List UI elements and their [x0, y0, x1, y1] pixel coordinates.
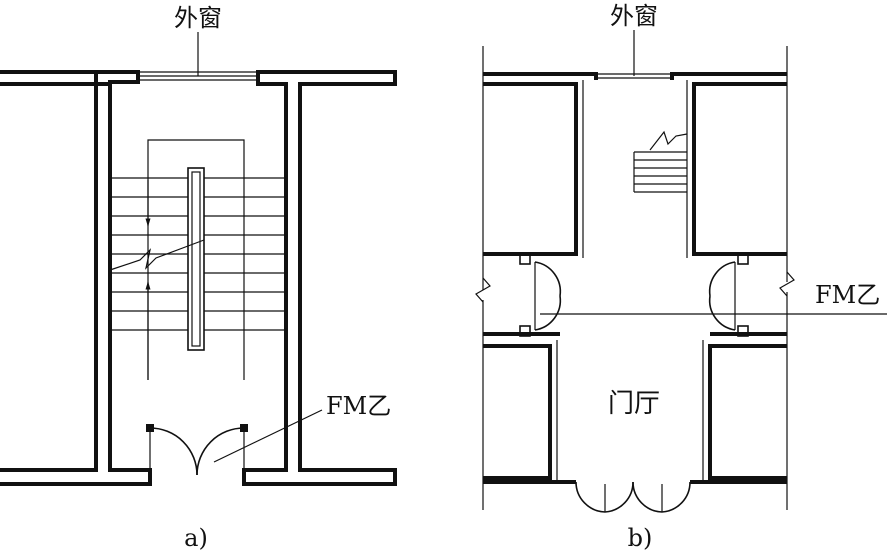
plan-b-door-jamb-2	[737, 253, 749, 265]
plan-b-entrance-doors	[575, 481, 691, 513]
plan-a-window-label: 外窗	[174, 4, 222, 32]
plan-b-fire-door-right	[708, 261, 736, 331]
plan-a-left-room	[0, 82, 98, 472]
plan-b-room-upper-left	[483, 82, 578, 256]
plan-b-room-lower-right	[708, 344, 787, 480]
plan-b-caption: b)	[628, 524, 653, 552]
plan-b-lobby-label: 门厅	[608, 389, 660, 419]
plan-a-stair-well	[187, 167, 205, 351]
plan-a-top-wall-right	[242, 70, 397, 486]
plan-b-door-label: FM乙	[815, 281, 880, 309]
plan-b-break-left	[475, 277, 491, 303]
plan-b-door-jamb-3	[519, 325, 531, 337]
plan-a-top-wall-left	[0, 70, 152, 486]
plan-a-door-label: FM乙	[326, 392, 391, 420]
plan-a-fire-door	[146, 424, 248, 484]
plan-b-break-right	[779, 271, 795, 297]
plan-a-stair-wall-left	[94, 72, 110, 86]
plan-b-window-label: 外窗	[610, 2, 658, 30]
plan-a-door-leader	[213, 409, 323, 463]
plan-a-stair-path	[109, 139, 245, 380]
plan-b-fire-door-left	[534, 261, 562, 331]
plan-a-caption: a)	[184, 524, 208, 552]
plan-b-stair	[633, 130, 688, 193]
plan-b: 外窗 FM乙 门厅 b)	[475, 2, 887, 552]
plan-b-door-jamb-4	[737, 325, 749, 337]
plan-b-door-jamb-1	[519, 253, 531, 265]
plan-b-room-lower-left	[483, 344, 552, 480]
plan-a: 外窗 FM乙 a)	[0, 4, 397, 552]
plan-b-room-upper-right	[692, 82, 787, 256]
